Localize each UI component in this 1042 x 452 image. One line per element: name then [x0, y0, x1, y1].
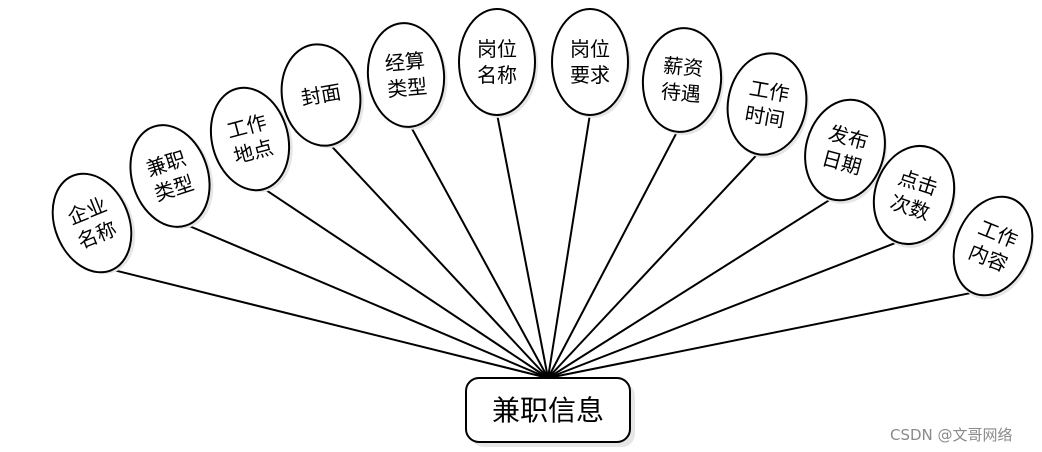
entity-box-rect [465, 377, 631, 443]
attribute-ellipse [458, 8, 536, 116]
connector-line [547, 130, 679, 379]
attribute-label: 岗位 [570, 37, 610, 61]
connector-lines [110, 113, 975, 379]
connector-line [185, 223, 549, 379]
connector-line [110, 268, 549, 379]
attribute-label: 经算 [384, 48, 426, 75]
connector-line [547, 152, 760, 379]
attribute-label: 类型 [386, 74, 428, 101]
attribute-label: 薪资 [662, 53, 704, 80]
entity-node: 兼职信息 [465, 377, 635, 447]
attribute-node: 封面 [280, 43, 364, 149]
watermark-text: CSDN @文哥网络 [890, 426, 1013, 444]
connector-line [496, 113, 549, 379]
attribute-ellipse [872, 144, 956, 246]
attribute-ellipse [551, 8, 629, 116]
attribute-ellipse [641, 27, 723, 133]
attribute-ellipses: 企业名称兼职类型工作地点封面经算类型岗位名称岗位要求薪资待遇工作时间发布日期点击… [51, 8, 1034, 300]
attribute-label: 待遇 [660, 79, 702, 106]
attribute-ellipse [209, 86, 291, 192]
connector-line [328, 143, 549, 379]
attribute-label: 名称 [477, 63, 517, 87]
attribute-ellipse [726, 52, 808, 156]
connector-line [547, 240, 900, 379]
connector-line [262, 187, 549, 379]
connector-line [547, 113, 591, 379]
connector-line [547, 291, 975, 379]
attribute-ellipse [51, 172, 133, 274]
attribute-ellipse [280, 43, 362, 147]
connector-line [409, 125, 549, 379]
attribute-ellipse [952, 195, 1034, 297]
attribute-label: 岗位 [477, 37, 517, 61]
attribute-ellipse [129, 124, 211, 228]
attribute-ellipse [804, 98, 886, 202]
connector-line [547, 197, 833, 379]
attribute-label: 要求 [570, 63, 610, 87]
entity-label: 兼职信息 [492, 394, 604, 427]
